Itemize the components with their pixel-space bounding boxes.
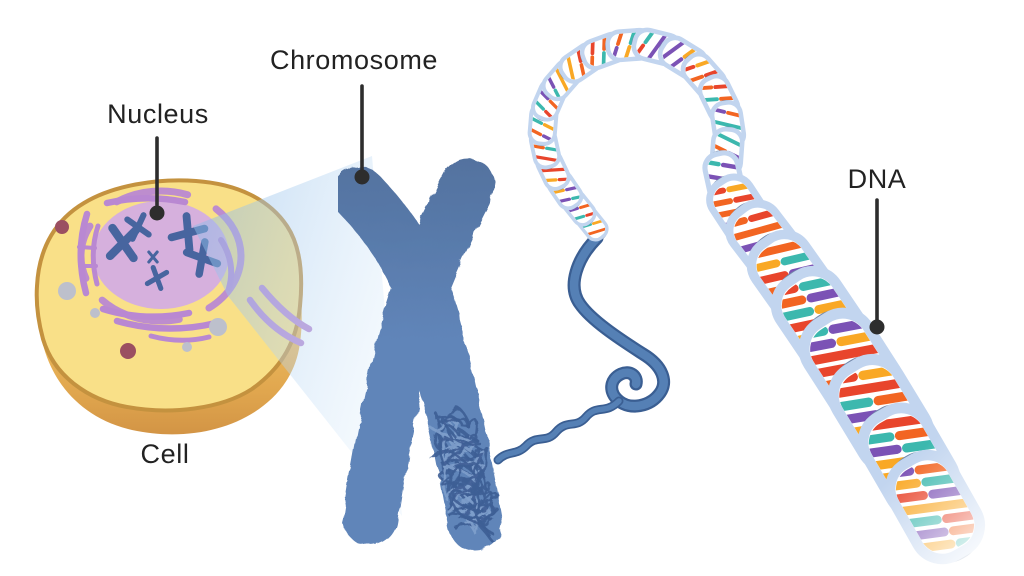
dna-helix <box>527 27 986 565</box>
nucleus-pointer-dot <box>149 205 165 221</box>
chromatin-tangle-fiber <box>438 417 491 537</box>
mini-chromosome <box>105 223 141 263</box>
dna-pointer-dot <box>869 319 885 335</box>
mini-chromosome <box>144 265 170 291</box>
chromosome-arm-right-top <box>342 158 496 546</box>
zoom-beam <box>193 156 402 516</box>
dna-label: DNA <box>848 164 907 194</box>
chromosome-label: Chromosome <box>270 45 438 75</box>
dna-segment <box>884 449 986 565</box>
cell-organelles <box>55 220 227 359</box>
chromatin-thread <box>493 231 671 465</box>
nucleus-label: Nucleus <box>107 99 209 129</box>
cell-label: Cell <box>141 439 190 469</box>
chromosome-pointer-dot <box>354 169 370 185</box>
chromatin-tangle-fiber <box>428 423 491 531</box>
chromatin-tangle-fiber <box>432 418 495 535</box>
chromosome-figure <box>331 158 503 551</box>
annotations: Nucleus Chromosome Cell DNA <box>107 45 906 469</box>
chromatin-tangle <box>428 406 499 544</box>
mini-chromosome <box>147 250 159 264</box>
